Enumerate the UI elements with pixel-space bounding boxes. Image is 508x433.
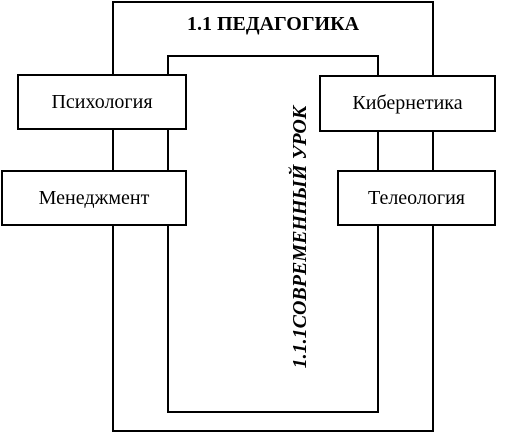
cybernetics-box: Кибернетика: [319, 75, 496, 132]
management-box: Менеджмент: [1, 170, 187, 226]
psychology-label: Психология: [51, 90, 153, 113]
modern-lesson-title: 1.1.1СОВРЕМЕННЫЙ УРОК: [289, 105, 311, 369]
psychology-box: Психология: [17, 74, 187, 130]
management-label: Менеджмент: [38, 186, 150, 209]
cybernetics-label: Кибернетика: [352, 92, 463, 114]
teleology-box: Телеология: [337, 170, 496, 226]
pedagogy-title: 1.1 ПЕДАГОГИКА: [186, 13, 360, 35]
teleology-label: Телеология: [367, 186, 465, 209]
